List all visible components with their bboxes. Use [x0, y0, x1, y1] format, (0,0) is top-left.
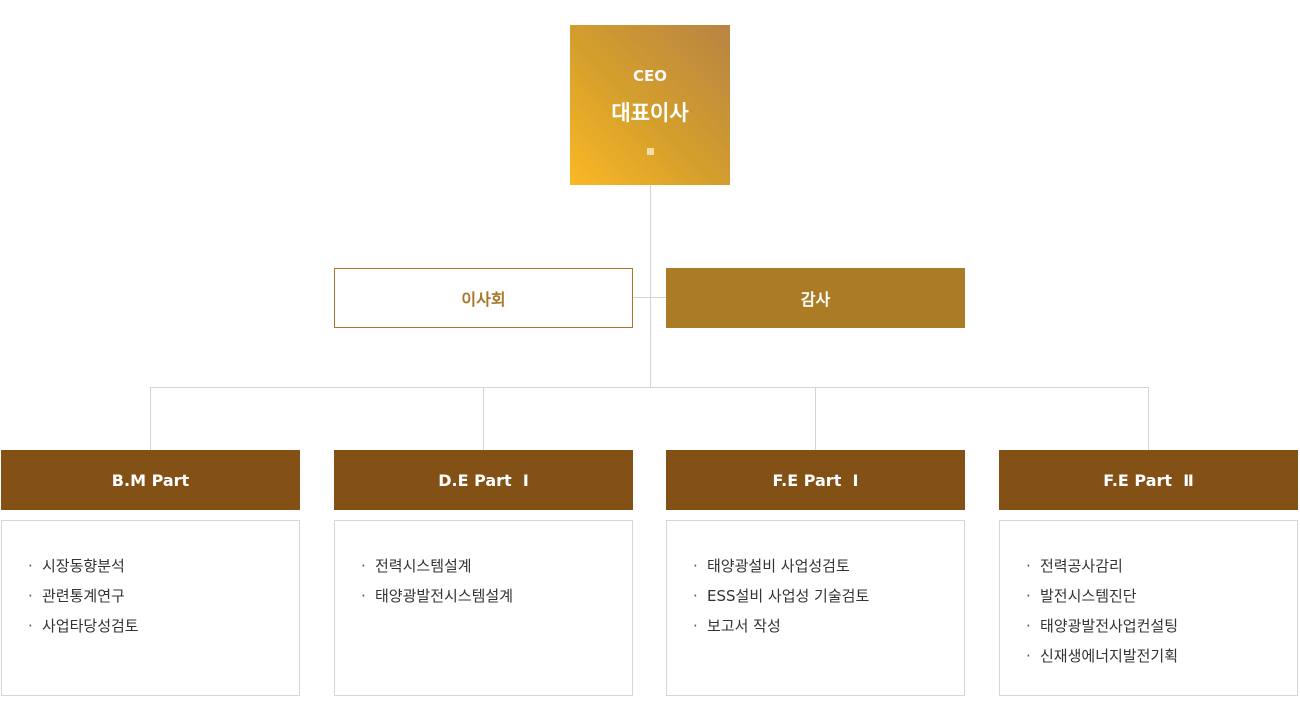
connector-ceo-vertical [650, 152, 651, 388]
bullet-dot: · [693, 557, 698, 575]
duty-text: 보고서 작성 [707, 617, 781, 635]
duty-text: 발전시스템진단 [1040, 587, 1137, 605]
duty-text: 전력시스템설계 [375, 557, 472, 575]
duty-text: 신재생에너지발전기획 [1040, 647, 1179, 665]
ceo-connector-dot [647, 148, 654, 155]
part-name: F.E Part Ⅰ [772, 470, 859, 490]
bullet-dot: · [693, 587, 698, 605]
duty-item: · 태양광설비 사업성검토 [693, 551, 869, 581]
part-duties-de-1: · 전력시스템설계 · 태양광발전시스템설계 [334, 520, 633, 696]
ceo-title-en: CEO [632, 67, 667, 85]
board-label: 이사회 [461, 290, 506, 309]
duty-list: · 전력시스템설계 · 태양광발전시스템설계 [361, 551, 513, 611]
connector-parts-horizontal [150, 387, 1149, 388]
duty-text: 시장동향분석 [42, 557, 125, 575]
bullet-dot: · [28, 617, 33, 635]
bullet-dot: · [1026, 557, 1031, 575]
duty-text: 관련통계연구 [42, 587, 125, 605]
bullet-dot: · [361, 557, 366, 575]
duty-text: 태양광발전사업컨설팅 [1040, 617, 1179, 635]
part-name: D.E Part Ⅰ [438, 470, 529, 490]
part-header-fe-2: F.E Part Ⅱ [999, 450, 1298, 510]
duty-item: · 전력공사감리 [1026, 551, 1178, 581]
duty-text: 태양광설비 사업성검토 [707, 557, 850, 575]
duty-item: · 태양광발전시스템설계 [361, 581, 513, 611]
duty-list: · 전력공사감리 · 발전시스템진단 · 태양광발전사업컨설팅 · 신재생에너지발전기획 [1026, 551, 1178, 671]
duty-item: · 관련통계연구 [28, 581, 139, 611]
duty-item: · 시장동향분석 [28, 551, 139, 581]
part-header-fe-1: F.E Part Ⅰ [666, 450, 965, 510]
bullet-dot: · [693, 617, 698, 635]
duty-item: · 보고서 작성 [693, 611, 869, 641]
bullet-dot: · [1026, 617, 1031, 635]
duty-text: 태양광발전시스템설계 [375, 587, 514, 605]
duty-item: · 사업타당성검토 [28, 611, 139, 641]
duty-item: · ESS설비 사업성 기술검토 [693, 581, 869, 611]
connector-part-4 [1148, 387, 1149, 450]
duty-item: · 발전시스템진단 [1026, 581, 1178, 611]
duty-text: 사업타당성검토 [42, 617, 139, 635]
part-header-bm: B.M Part [1, 450, 300, 510]
board-of-directors-box: 이사회 [334, 268, 633, 328]
part-header-de-1: D.E Part Ⅰ [334, 450, 633, 510]
connector-board-audit [632, 297, 666, 298]
part-duties-bm: · 시장동향분석 · 관련통계연구 · 사업타당성검토 [1, 520, 300, 696]
part-name: F.E Part Ⅱ [1103, 470, 1194, 490]
audit-box: 감사 [666, 268, 965, 328]
bullet-dot: · [28, 557, 33, 575]
duty-list: · 태양광설비 사업성검토 · ESS설비 사업성 기술검토 · 보고서 작성 [693, 551, 869, 641]
ceo-box: CEO 대표이사 [570, 25, 730, 185]
bullet-dot: · [1026, 587, 1031, 605]
audit-label: 감사 [800, 290, 831, 309]
duty-text: ESS설비 사업성 기술검토 [707, 587, 870, 605]
ceo-title-ko: 대표이사 [611, 101, 689, 125]
duty-item: · 전력시스템설계 [361, 551, 513, 581]
bullet-dot: · [28, 587, 33, 605]
part-duties-fe-1: · 태양광설비 사업성검토 · ESS설비 사업성 기술검토 · 보고서 작성 [666, 520, 965, 696]
part-name: B.M Part [111, 470, 190, 490]
duty-list: · 시장동향분석 · 관련통계연구 · 사업타당성검토 [28, 551, 139, 641]
connector-part-1 [150, 387, 151, 450]
duty-text: 전력공사감리 [1040, 557, 1123, 575]
connector-part-2 [483, 387, 484, 450]
connector-part-3 [815, 387, 816, 450]
duty-item: · 태양광발전사업컨설팅 [1026, 611, 1178, 641]
part-duties-fe-2: · 전력공사감리 · 발전시스템진단 · 태양광발전사업컨설팅 · 신재생에너지발전기획 [999, 520, 1298, 696]
bullet-dot: · [1026, 647, 1031, 665]
bullet-dot: · [361, 587, 366, 605]
duty-item: · 신재생에너지발전기획 [1026, 641, 1178, 671]
